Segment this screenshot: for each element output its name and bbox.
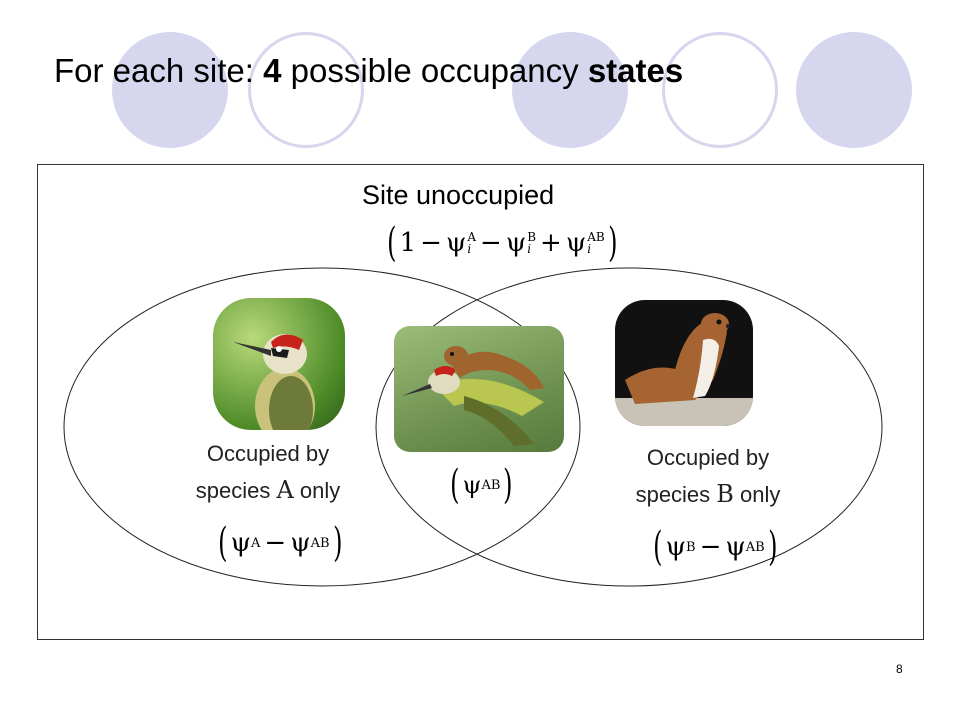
close-paren: ): [607, 220, 618, 266]
occupied-a-label: Occupied by species A only: [150, 436, 386, 509]
slide-title: For each site: 4 possible occupancy stat…: [54, 52, 683, 90]
close-paren: ): [767, 524, 778, 570]
decor-circle: [796, 32, 912, 148]
site-frame: [37, 164, 924, 640]
superscript: AB: [481, 477, 501, 493]
psi-symbol: ψ: [665, 532, 686, 562]
superscript: A: [251, 535, 261, 551]
species-b-ellipse: [375, 267, 883, 587]
subscript: i: [467, 242, 472, 256]
subscript: i: [527, 242, 532, 256]
close-paren: ): [503, 462, 513, 508]
title-text-1: For each site:: [54, 52, 264, 89]
page-number: 8: [896, 662, 903, 676]
occupied-a-line1: Occupied by: [206, 441, 330, 466]
minus-sign: −: [480, 228, 502, 258]
psi-symbol: ψ: [230, 528, 251, 558]
plus-sign: +: [540, 228, 562, 258]
psi-symbol: ψ: [462, 471, 482, 499]
superscript: A: [467, 230, 477, 244]
species-a-ellipse: [63, 267, 581, 587]
close-paren: ): [332, 520, 343, 566]
decor-circle: [112, 32, 228, 148]
occupied-b-line1: Occupied by: [646, 445, 770, 470]
decor-ring: [248, 32, 364, 148]
woodpecker-photo: [213, 298, 345, 430]
minus-sign: −: [699, 532, 722, 562]
title-states: states: [587, 52, 684, 89]
occupied-b-line2: species B only: [635, 480, 781, 508]
superscript: AB: [745, 539, 765, 555]
superscript: AB: [587, 230, 605, 244]
open-paren: (: [387, 220, 397, 266]
site-unoccupied-label: Site unoccupied: [362, 180, 555, 210]
species-letter-b: B: [716, 480, 734, 508]
decor-circle: [512, 32, 628, 148]
psi-symbol: ψ: [290, 528, 311, 558]
title-number: 4: [263, 52, 282, 89]
superscript: B: [686, 539, 696, 555]
subscript: i: [587, 242, 592, 256]
title-text-2: possible occupancy: [281, 52, 588, 89]
superscript: AB: [310, 535, 330, 551]
psi-symbol: ψ: [445, 228, 467, 258]
minus-sign: −: [420, 228, 442, 258]
occupied-a-line2: species A only: [195, 476, 341, 504]
psi-symbol: ψ: [725, 532, 746, 562]
superscript: B: [527, 230, 537, 244]
weasel-on-woodpecker-photo: [394, 326, 564, 452]
decor-ring: [662, 32, 778, 148]
open-paren: (: [653, 524, 663, 570]
open-paren: (: [450, 462, 460, 508]
occupied-b-label: Occupied by species B only: [590, 440, 826, 513]
psi-symbol: ψ: [505, 228, 527, 258]
minus-sign: −: [264, 528, 287, 558]
one: 1: [399, 228, 417, 258]
weasel-photo: [615, 300, 753, 426]
open-paren: (: [218, 520, 228, 566]
psi-symbol: ψ: [565, 228, 587, 258]
species-letter-a: A: [276, 476, 294, 504]
